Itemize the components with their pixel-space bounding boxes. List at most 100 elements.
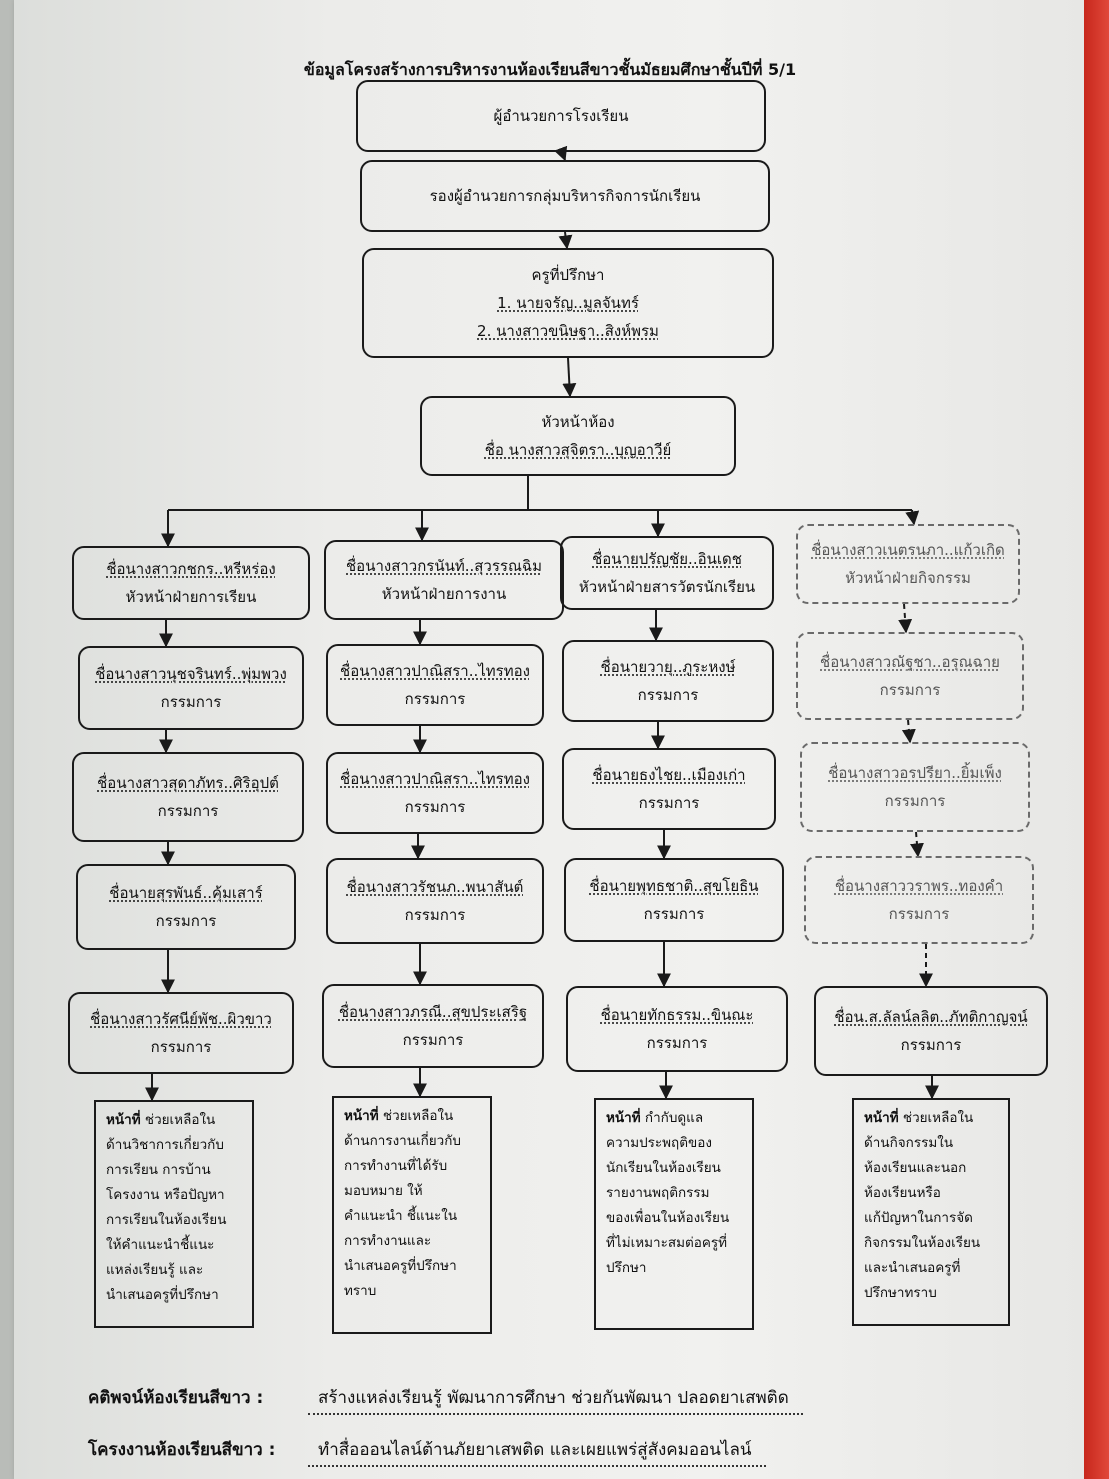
member-role: กรรมการ bbox=[404, 906, 466, 924]
director-label: ผู้อำนวยการโรงเรียน bbox=[493, 107, 629, 125]
duty-line: ด้านวิชาการเกี่ยวกับ bbox=[106, 1137, 224, 1153]
member-name: ชื่อน.ส.ลัลน์ลลิต..ภัทติกาญจน์ bbox=[834, 1008, 1028, 1026]
duty-line: ปรึกษาทราบ bbox=[864, 1285, 937, 1301]
member-box: ชื่อนางสาววราพร..ทองคำ กรรมการ bbox=[804, 856, 1034, 944]
class-head-heading: หัวหน้าห้อง bbox=[541, 413, 615, 431]
duty-label: หน้าที่ bbox=[344, 1108, 379, 1124]
duty-label: หน้าที่ bbox=[606, 1110, 641, 1126]
deputy-label: รองผู้อำนวยการกลุ่มบริหารกิจการนักเรียน bbox=[429, 187, 701, 205]
member-box: ชื่อน.ส.ลัลน์ลลิต..ภัทติกาญจน์ กรรมการ bbox=[814, 986, 1048, 1076]
project-value: ทำสื่อออนไลน์ต้านภัยยาเสพติด และเผยแพร่ส… bbox=[308, 1436, 766, 1467]
duty-box-work: หน้าที่ ช่วยเหลือใน ด้านการงานเกี่ยวกับ … bbox=[332, 1096, 492, 1334]
duty-box-activity: หน้าที่ ช่วยเหลือใน ด้านกิจกรรมใน ห้องเร… bbox=[852, 1098, 1010, 1326]
duty-line: ห้องเรียนหรือ bbox=[864, 1185, 941, 1201]
member-name: ชื่อนางสาวรัชนภ..พนาสันต์ bbox=[346, 878, 524, 896]
member-role: กรรมการ bbox=[402, 1031, 464, 1049]
member-box: ชื่อนางสาวภรณี..สุขประเสริฐ กรรมการ bbox=[322, 984, 544, 1068]
connector-arrow bbox=[898, 603, 913, 634]
motto-row: คติพจน์ห้องเรียนสีขาว : สร้างแหล่งเรียนร… bbox=[88, 1384, 803, 1415]
head-name: ชื่อนายปรัญชัย..อินเดช bbox=[592, 550, 742, 568]
connector-arrow bbox=[909, 831, 924, 858]
member-box: ชื่อนายสุรพันธ์..คุ้มเสาร์ กรรมการ bbox=[76, 864, 296, 950]
duty-box-learning: หน้าที่ ช่วยเหลือใน ด้านวิชาการเกี่ยวกับ… bbox=[94, 1100, 254, 1328]
advisors-heading: ครูที่ปรึกษา bbox=[531, 266, 605, 284]
duty-box-inspector: หน้าที่ กำกับดูแล ความประพฤติของ นักเรีย… bbox=[594, 1098, 754, 1330]
advisor-item: 1. นายจรัญ..มูลจันทร์ bbox=[497, 294, 639, 312]
page-title: ข้อมูลโครงสร้างการบริหารงานห้องเรียนสีขา… bbox=[303, 60, 797, 79]
motto-label: คติพจน์ห้องเรียนสีขาว : bbox=[88, 1388, 264, 1408]
member-box: ชื่อนางสาวปาณิสรา..ไทรทอง กรรมการ bbox=[326, 644, 544, 726]
duty-line: แก้ปัญหาในการจัด bbox=[864, 1210, 973, 1226]
head-name: ชื่อนางสาวกชกร..หรีหร่อง bbox=[106, 560, 276, 578]
duty-line: โครงงาน หรือปัญหา bbox=[106, 1187, 225, 1203]
duty-line: มอบหมาย ให้ bbox=[344, 1183, 423, 1199]
duty-line: การเรียนในห้องเรียน bbox=[106, 1212, 227, 1228]
duty-line: กิจกรรมในห้องเรียน bbox=[864, 1235, 981, 1251]
member-name: ชื่อนางสาวปาณิสรา..ไทรทอง bbox=[340, 662, 530, 680]
duty-line: นักเรียนในห้องเรียน bbox=[606, 1160, 721, 1176]
member-box: ชื่อนางสาวนุชจรินทร์..พุ่มพวง กรรมการ bbox=[78, 646, 304, 730]
member-role: กรรมการ bbox=[646, 1034, 708, 1052]
member-name: ชื่อนายวายุ..ภูระหงษ์ bbox=[600, 658, 736, 676]
member-name: ชื่อนางสาวรัศนีย์พัช..ผิวขาว bbox=[90, 1010, 272, 1028]
member-name: ชื่อนายธงไชย..เมืองเก่า bbox=[592, 766, 746, 784]
duty-label: หน้าที่ bbox=[106, 1112, 141, 1128]
member-role: กรรมการ bbox=[638, 794, 700, 812]
duty-line: ด้านกิจกรรมใน bbox=[864, 1135, 954, 1151]
project-row: โครงงานห้องเรียนสีขาว : ทำสื่อออนไลน์ต้า… bbox=[88, 1436, 766, 1467]
head-box-learning: ชื่อนางสาวกชกร..หรีหร่อง หัวหน้าฝ่ายการเ… bbox=[72, 546, 310, 620]
deputy-box: รองผู้อำนวยการกลุ่มบริหารกิจการนักเรียน bbox=[360, 160, 770, 232]
duty-line: และนำเสนอครูที่ bbox=[864, 1260, 961, 1276]
member-box: ชื่อนางสาวณัฐชา..อรุณฉาย กรรมการ bbox=[796, 632, 1024, 720]
duty-line: กำกับดูแล bbox=[644, 1110, 704, 1126]
member-name: ชื่อนางสาวนุชจรินทร์..พุ่มพวง bbox=[95, 665, 287, 683]
connector-arrow bbox=[905, 509, 920, 526]
member-box: ชื่อนางสาวรัศนีย์พัช..ผิวขาว กรรมการ bbox=[68, 992, 294, 1074]
member-name: ชื่อนางสาวสุดาภัทร..ศิริอุปต์ bbox=[97, 774, 279, 792]
duty-line: นำเสนอครูที่ปรึกษา bbox=[106, 1287, 219, 1303]
member-role: กรรมการ bbox=[884, 792, 946, 810]
member-box: ชื่อนายวายุ..ภูระหงษ์ กรรมการ bbox=[562, 640, 774, 722]
project-label: โครงงานห้องเรียนสีขาว : bbox=[88, 1440, 276, 1460]
advisor-item: 2. นางสาวขนิษฐา..สิงห์พรม bbox=[477, 322, 659, 340]
member-name: ชื่อนายทักธรรม..ขินณะ bbox=[600, 1006, 754, 1024]
duty-line: การทำงานที่ได้รับ bbox=[344, 1158, 448, 1174]
duty-line: คำแนะนำ ชี้แนะใน bbox=[344, 1208, 458, 1224]
member-role: กรรมการ bbox=[155, 912, 217, 930]
class-head-name: ชื่อ นางสาวสุจิตรา..บุญอาวีย์ bbox=[484, 441, 672, 459]
member-box: ชื่อนางสาวสุดาภัทร..ศิริอุปต์ กรรมการ bbox=[72, 752, 304, 842]
head-role: หัวหน้าฝ่ายการงาน bbox=[381, 585, 507, 603]
class-head-box: หัวหน้าห้อง ชื่อ นางสาวสุจิตรา..บุญอาวีย… bbox=[420, 396, 736, 476]
duty-line: ทราบ bbox=[344, 1283, 377, 1299]
member-box: ชื่อนางสาวอรปรียา..ยิ้มเพ็ง กรรมการ bbox=[800, 742, 1030, 832]
member-box: ชื่อนายธงไชย..เมืองเก่า กรรมการ bbox=[562, 748, 776, 830]
duty-line: การทำงานและ bbox=[344, 1233, 432, 1249]
head-box-activity: ชื่อนางสาวเนตรนภา..แก้วเกิด หัวหน้าฝ่ายก… bbox=[796, 524, 1020, 604]
member-role: กรรมการ bbox=[150, 1038, 212, 1056]
member-box: ชื่อนางสาวปาณิสรา..ไทรทอง กรรมการ bbox=[326, 752, 544, 834]
member-name: ชื่อนางสาววราพร..ทองคำ bbox=[834, 877, 1004, 895]
duty-line: ของเพื่อนในห้องเรียน bbox=[606, 1210, 730, 1226]
head-box-inspector: ชื่อนายปรัญชัย..อินเดช หัวหน้าฝ่ายสารวัต… bbox=[560, 536, 774, 610]
member-box: ชื่อนายทักธรรม..ขินณะ กรรมการ bbox=[566, 986, 788, 1072]
member-name: ชื่อนางสาวณัฐชา..อรุณฉาย bbox=[820, 653, 1000, 671]
head-name: ชื่อนางสาวกรนันท์..สุวรรณฉิม bbox=[346, 557, 542, 575]
member-name: ชื่อนางสาวอรปรียา..ยิ้มเพ็ง bbox=[828, 764, 1002, 782]
duty-line: แหล่งเรียนรู้ และ bbox=[106, 1262, 204, 1278]
duty-line: ห้องเรียนและนอก bbox=[864, 1160, 967, 1176]
head-role: หัวหน้าฝ่ายการเรียน bbox=[125, 588, 257, 606]
head-name: ชื่อนางสาวเนตรนภา..แก้วเกิด bbox=[811, 541, 1005, 559]
member-box: ชื่อนางสาวรัชนภ..พนาสันต์ กรรมการ bbox=[326, 858, 544, 944]
member-role: กรรมการ bbox=[160, 693, 222, 711]
duty-label: หน้าที่ bbox=[864, 1110, 899, 1126]
duty-line: ช่วยเหลือใน bbox=[902, 1110, 974, 1126]
member-role: กรรมการ bbox=[879, 681, 941, 699]
red-folder-edge bbox=[1084, 0, 1109, 1479]
member-role: กรรมการ bbox=[157, 802, 219, 820]
connector-arrow bbox=[901, 719, 916, 744]
member-name: ชื่อนายพุทธชาติ..สุขโยธิน bbox=[589, 877, 759, 895]
duty-line: รายงานพฤติกรรม bbox=[606, 1185, 710, 1201]
director-box: ผู้อำนวยการโรงเรียน bbox=[356, 80, 766, 152]
connector-arrow bbox=[554, 145, 568, 162]
